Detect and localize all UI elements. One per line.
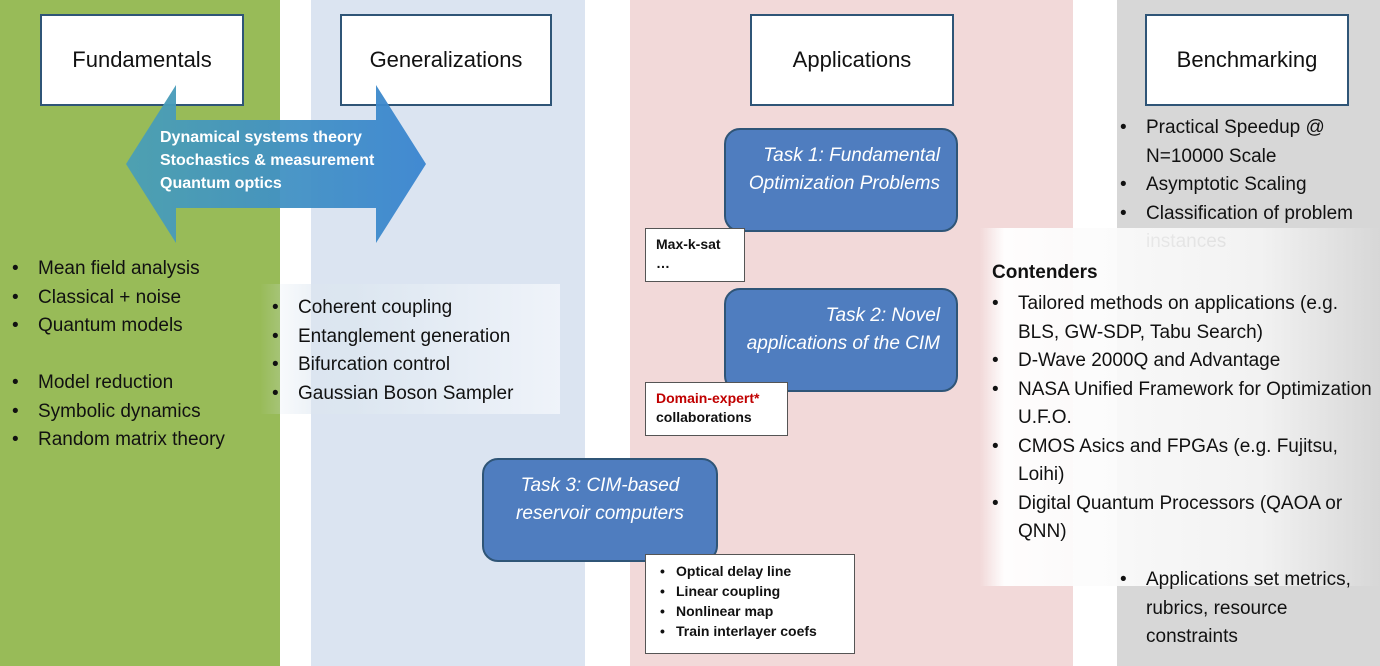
list-item: Classical + noise xyxy=(2,284,272,313)
benchmarking-title: Benchmarking xyxy=(1145,14,1349,106)
list-item: Mean field analysis xyxy=(2,255,272,284)
applications-title: Applications xyxy=(750,14,954,106)
list-item: Random matrix theory xyxy=(2,426,272,455)
task-1-note: Max-k-sat … xyxy=(645,228,745,282)
arrow-line-2: Stochastics & measurement xyxy=(160,152,375,169)
list-item: Digital Quantum Processors (QAOA or QNN) xyxy=(982,490,1377,547)
fundamentals-list-1: Mean field analysis Classical + noise Qu… xyxy=(2,255,272,341)
contenders-list: Tailored methods on applications (e.g. B… xyxy=(982,290,1377,547)
benchmarking-list-2: Applications set metrics, rubrics, resou… xyxy=(1110,566,1380,652)
list-item: Gaussian Boson Sampler xyxy=(262,380,562,409)
note-line: Max-k-sat xyxy=(656,236,721,252)
list-item: Applications set metrics, rubrics, resou… xyxy=(1110,566,1380,652)
list-item: Practical Speedup @ N=10000 Scale xyxy=(1110,114,1380,171)
task-2-note: Domain-expert* collaborations xyxy=(645,382,788,436)
list-item: NASA Unified Framework for Optimization … xyxy=(982,376,1377,433)
arrow-line-3: Quantum optics xyxy=(160,175,282,192)
fundamentals-title: Fundamentals xyxy=(40,14,244,106)
contenders-title: Contenders xyxy=(992,262,1098,283)
double-arrow-icon xyxy=(126,85,426,243)
list-item: Tailored methods on applications (e.g. B… xyxy=(982,290,1377,347)
list-item: D-Wave 2000Q and Advantage xyxy=(982,347,1377,376)
list-item: Optical delay line xyxy=(654,561,846,581)
list-item: Symbolic dynamics xyxy=(2,398,272,427)
list-item: Train interlayer coefs xyxy=(654,621,846,641)
task-3-note: Optical delay line Linear coupling Nonli… xyxy=(645,554,855,654)
task-3-box: Task 3: CIM-based reservoir computers xyxy=(482,458,718,562)
list-item: Coherent coupling xyxy=(262,294,562,323)
list-item: Linear coupling xyxy=(654,581,846,601)
generalizations-list: Coherent coupling Entanglement generatio… xyxy=(262,294,562,408)
arrow-line-1: Dynamical systems theory xyxy=(160,129,362,146)
generalizations-title: Generalizations xyxy=(340,14,552,106)
list-item: Entanglement generation xyxy=(262,323,562,352)
list-item: Bifurcation control xyxy=(262,351,562,380)
note-highlight: Domain-expert* xyxy=(656,390,760,406)
task-2-box: Task 2: Novel applications of the CIM xyxy=(724,288,958,392)
list-item: CMOS Asics and FPGAs (e.g. Fujitsu, Loih… xyxy=(982,433,1377,490)
list-item: Model reduction xyxy=(2,369,272,398)
list-item: Asymptotic Scaling xyxy=(1110,171,1380,200)
list-item: Nonlinear map xyxy=(654,601,846,621)
note-line: collaborations xyxy=(656,409,752,425)
benchmarking-list: Practical Speedup @ N=10000 Scale Asympt… xyxy=(1110,114,1380,257)
fundamentals-list-2: Model reduction Symbolic dynamics Random… xyxy=(2,369,272,455)
arrow-label: Dynamical systems theory Stochastics & m… xyxy=(160,126,374,195)
list-item: Quantum models xyxy=(2,312,272,341)
task-1-box: Task 1: Fundamental Optimization Problem… xyxy=(724,128,958,232)
note-line: … xyxy=(656,255,670,271)
